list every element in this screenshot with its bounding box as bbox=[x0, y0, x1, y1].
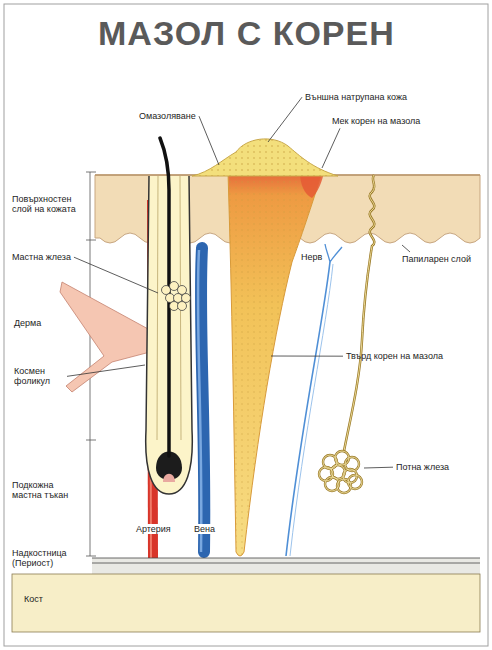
part-label: Външна натрупана кожа bbox=[305, 92, 407, 102]
gland-lobule bbox=[178, 302, 187, 311]
gland-lobule bbox=[178, 286, 187, 295]
vein-highlight bbox=[198, 250, 201, 552]
coil-core bbox=[348, 475, 362, 489]
layer-bracket bbox=[90, 172, 91, 556]
part-label: Потна жлеза bbox=[396, 462, 449, 472]
frame bbox=[4, 4, 488, 646]
periosteum-line bbox=[92, 563, 480, 564]
sweat-gland-coil bbox=[319, 451, 362, 493]
part-label: Дерма bbox=[14, 318, 41, 328]
title: МАЗОЛ С КОРЕН bbox=[98, 14, 395, 53]
root-texture bbox=[228, 172, 322, 556]
callus-mound bbox=[192, 139, 338, 176]
part-label: Подкожна мастна тъкан bbox=[12, 480, 82, 501]
sweat-duct bbox=[344, 175, 374, 451]
periosteum bbox=[92, 558, 480, 574]
nerve-fibre bbox=[290, 264, 333, 556]
sebaceous-gland bbox=[162, 282, 191, 311]
leader-line bbox=[199, 116, 219, 165]
part-label: Твърд корен на мазола bbox=[346, 351, 443, 361]
leader-line bbox=[271, 356, 343, 357]
part-label: Космен фоликул bbox=[14, 366, 64, 387]
part-label: Повърхностен слой на кожата bbox=[12, 194, 86, 215]
periosteum-line bbox=[92, 558, 480, 559]
arrector-muscle bbox=[60, 282, 150, 392]
gland-lobule bbox=[170, 282, 179, 291]
part-label: Папиларен слой bbox=[402, 254, 471, 264]
coil-core bbox=[343, 469, 357, 483]
bracket-tick bbox=[86, 556, 96, 557]
bracket-tick bbox=[86, 172, 96, 173]
part-label: Мастна жлеза bbox=[12, 252, 71, 262]
part-label: Нерв bbox=[299, 252, 324, 262]
nerve-branch bbox=[325, 244, 342, 262]
gland-lobule bbox=[182, 294, 191, 303]
nerve bbox=[286, 262, 330, 556]
bone bbox=[12, 574, 480, 632]
dermal-papilla bbox=[163, 474, 175, 482]
part-label: Надкостница (Периост) bbox=[12, 548, 88, 569]
coil-core bbox=[335, 451, 349, 465]
bracket-tick bbox=[86, 440, 96, 441]
part-label: Вена bbox=[192, 524, 217, 534]
part-label: Омазоляване bbox=[139, 111, 196, 121]
sweat-duct-core bbox=[344, 175, 374, 451]
hard-corn-root bbox=[228, 172, 322, 556]
mound-texture bbox=[192, 139, 338, 176]
leader-line bbox=[268, 97, 302, 142]
leader-line bbox=[74, 257, 158, 293]
leader-line bbox=[402, 245, 410, 252]
leader-line bbox=[364, 467, 393, 469]
leader-line bbox=[322, 128, 340, 168]
gland-lobule bbox=[162, 286, 171, 295]
part-label: Мек корен на мазола bbox=[332, 116, 420, 126]
part-label: Кост bbox=[24, 594, 43, 604]
bracket-tick bbox=[86, 240, 96, 241]
part-label: Артерия bbox=[134, 524, 173, 534]
leader-line bbox=[67, 365, 145, 376]
